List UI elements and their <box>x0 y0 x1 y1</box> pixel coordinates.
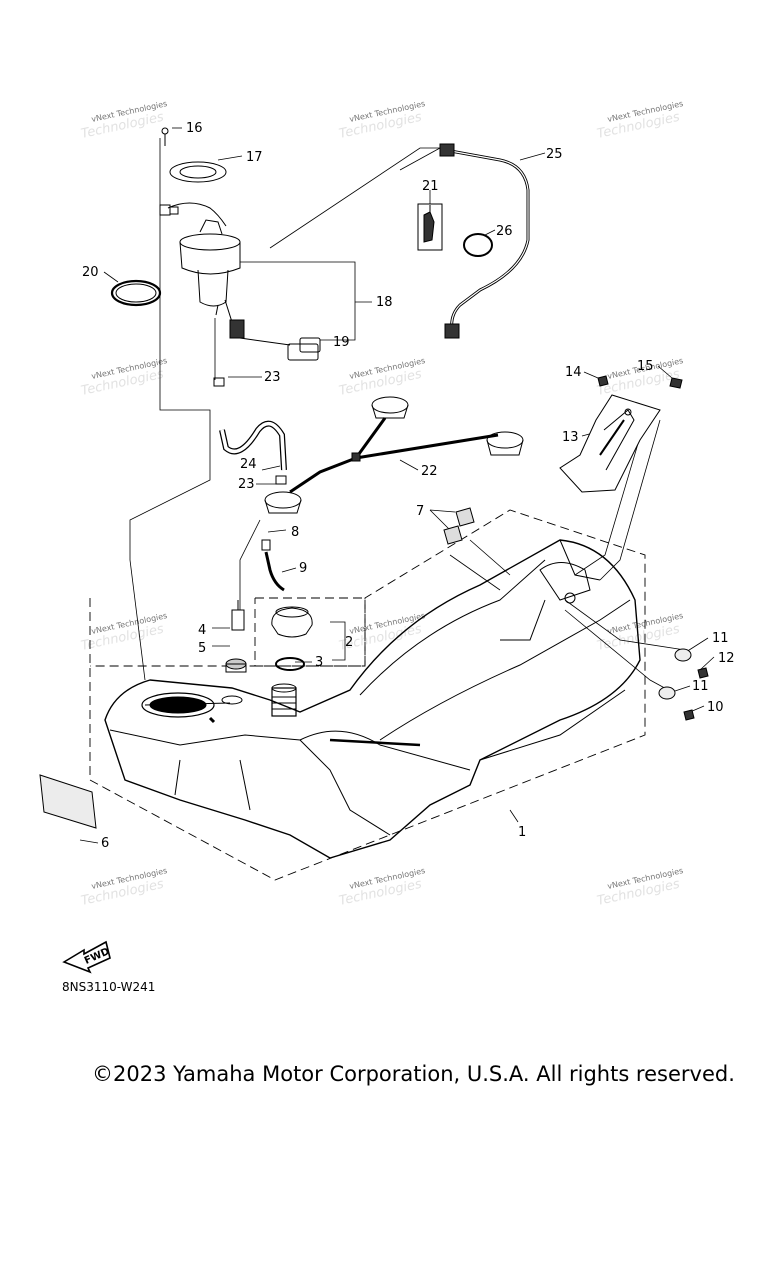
callout-23b: 23 <box>238 477 255 492</box>
callout-7: 7 <box>416 504 424 519</box>
fuel-cap-2 <box>271 606 313 638</box>
callout-15: 15 <box>637 359 654 374</box>
assembly-outlines <box>89 509 646 881</box>
callout-11a: 11 <box>712 631 729 646</box>
callout-22: 22 <box>421 464 438 479</box>
valve-4 <box>231 600 245 631</box>
fuel-hose-25 <box>439 143 530 339</box>
callout-17: 17 <box>246 150 263 165</box>
callout-25: 25 <box>546 147 563 162</box>
callout-26: 26 <box>496 224 513 239</box>
callout-10: 10 <box>707 700 724 715</box>
callout-14: 14 <box>565 365 582 380</box>
clamp-23-upper <box>213 377 225 387</box>
callout-3: 3 <box>315 655 323 670</box>
callout-23a: 23 <box>264 370 281 385</box>
tank-assembly-outline <box>89 509 646 881</box>
callout-11b: 11 <box>692 679 709 694</box>
damper-7b <box>443 525 463 545</box>
screw-16 <box>161 127 169 146</box>
clamp-26 <box>463 233 493 257</box>
bolt-10 <box>683 709 695 721</box>
leader-lines <box>79 127 715 844</box>
pump-opening <box>141 692 215 718</box>
breather-hoses-22 <box>264 396 524 514</box>
callout-18: 18 <box>376 295 393 310</box>
hose-9 <box>264 551 285 592</box>
retaining-plate-17 <box>169 161 227 183</box>
callout-12: 12 <box>718 651 735 666</box>
grommet-5 <box>225 658 247 673</box>
gasket-3 <box>275 657 305 671</box>
connector-19 <box>287 337 321 361</box>
bolt-15 <box>669 377 683 389</box>
fuel-cap-outline <box>254 597 366 667</box>
callout-19: 19 <box>333 335 350 350</box>
sensor-21 <box>417 203 443 251</box>
callout-6: 6 <box>101 836 109 851</box>
callout-labels: 2 3 4 5 6 7 8 9 10 11 11 12 13 14 15 16 … <box>82 121 735 851</box>
bracket-13 <box>559 394 661 493</box>
diagram-code: 8NS3110-W241 <box>62 980 156 994</box>
pipe-8 <box>261 539 271 551</box>
o-ring-20 <box>110 279 162 307</box>
damper-11a <box>674 648 692 662</box>
fuel-tank <box>104 539 641 859</box>
warning-label-6 <box>39 774 97 829</box>
callout-1: 1 <box>518 825 526 840</box>
clamp-23-lower <box>275 475 287 485</box>
callout-21: 21 <box>422 179 439 194</box>
parts <box>39 127 709 829</box>
callout-5: 5 <box>198 641 206 656</box>
nut-14 <box>597 375 609 387</box>
callout-9: 9 <box>299 561 307 576</box>
copyright-notice: ©2023 Yamaha Motor Corporation, U.S.A. A… <box>92 1062 735 1086</box>
callout-24: 24 <box>240 457 257 472</box>
damper-7a <box>455 507 475 527</box>
callout-13: 13 <box>562 430 579 445</box>
callout-2: 2 <box>345 635 353 650</box>
callout-16: 16 <box>186 121 203 136</box>
fuel-pump-18 <box>159 202 291 346</box>
callout-20: 20 <box>82 265 99 280</box>
hose-24 <box>219 420 287 471</box>
filler-neck <box>271 687 297 717</box>
callout-4: 4 <box>198 623 206 638</box>
callout-8: 8 <box>291 525 299 540</box>
fwd-arrow-icon: FWD <box>62 940 111 974</box>
damper-11b <box>658 686 676 700</box>
nut-12 <box>697 667 709 679</box>
